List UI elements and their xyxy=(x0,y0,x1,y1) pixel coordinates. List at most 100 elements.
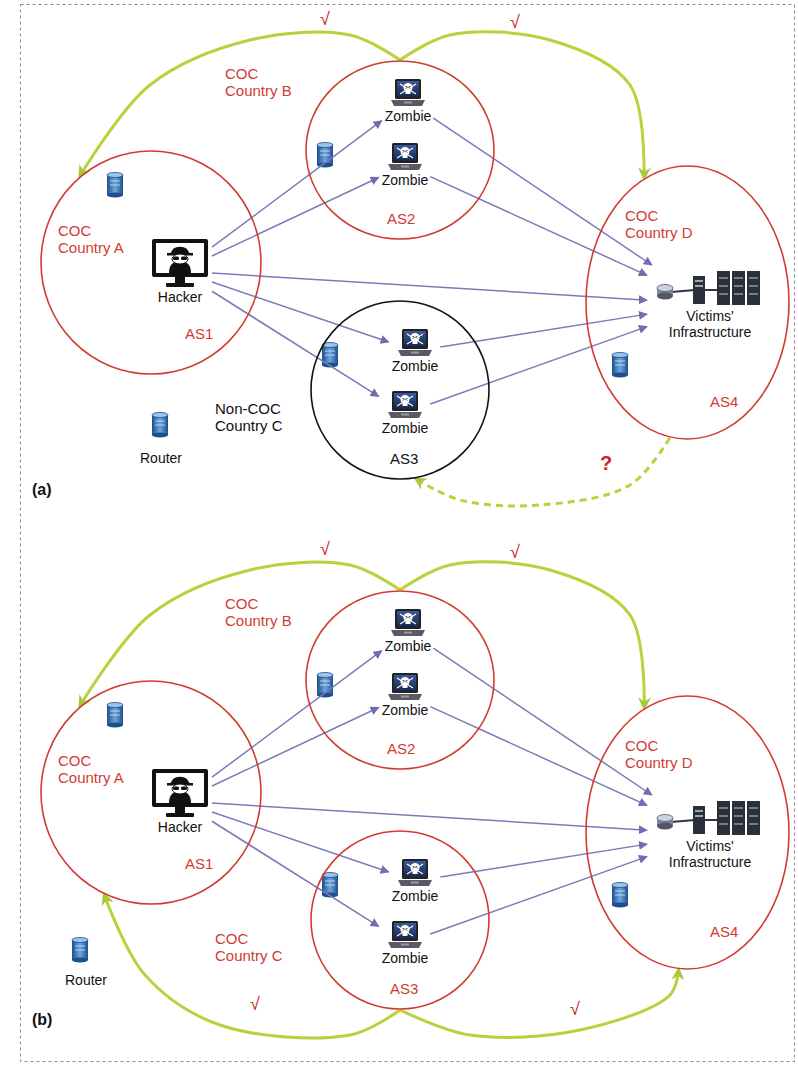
panel-a-routers xyxy=(107,143,628,438)
node-label: Zombie xyxy=(382,950,429,966)
as-label: AS4 xyxy=(710,393,750,410)
country-label: COC Country B xyxy=(225,595,305,630)
hacker-icon xyxy=(150,237,210,289)
autonomous-system-circle: COC Country BAS2ZombieZombie xyxy=(305,590,495,770)
circle-outline-shape xyxy=(311,831,489,1009)
cooperation-arc xyxy=(400,562,644,708)
autonomous-system-circle: COC Country DAS4Victims' Infrastructure xyxy=(585,165,790,440)
node-label: Hacker xyxy=(158,289,202,305)
as-label: AS1 xyxy=(185,855,225,872)
zombie-symbol xyxy=(388,391,422,418)
attack-arrow xyxy=(430,327,647,404)
circle-outline-shape xyxy=(586,166,789,439)
zombie-node: Zombie xyxy=(385,78,432,124)
zombie-icon xyxy=(397,328,433,358)
hacker-node: Hacker xyxy=(150,237,210,305)
figure-panel: (b)COC Country AAS1HackerCOC Country BAS… xyxy=(20,535,795,1060)
check-mark: √ xyxy=(568,1000,582,1020)
router-icon xyxy=(322,343,338,368)
router-icon xyxy=(612,883,628,908)
node-label: Victims' Infrastructure xyxy=(650,838,770,870)
victims-node: Victims' Infrastructure xyxy=(650,798,770,870)
attack-arrow xyxy=(212,273,647,300)
attack-arrow xyxy=(433,648,652,795)
hacker-node: Hacker xyxy=(150,767,210,835)
country-label: COC Country B xyxy=(225,65,305,100)
country-label: COC Country C xyxy=(215,930,299,965)
circle-outline-shape xyxy=(41,681,261,904)
zombie-icon xyxy=(387,920,423,950)
attack-arrow xyxy=(212,707,379,786)
zombie-symbol xyxy=(388,673,422,700)
victims-symbol xyxy=(657,801,760,835)
zombie-icon xyxy=(387,142,423,172)
victims-icon xyxy=(655,798,765,838)
hacker-symbol xyxy=(152,769,208,817)
as-label: AS3 xyxy=(390,980,430,997)
cooperation-arc xyxy=(80,32,400,176)
attack-arrow xyxy=(212,282,389,342)
as-label: AS2 xyxy=(387,740,427,757)
check-mark: √ xyxy=(508,543,522,563)
circle-outline-shape xyxy=(306,61,494,239)
router-icon xyxy=(152,413,168,438)
zombie-symbol xyxy=(388,143,422,170)
node-label: Zombie xyxy=(382,702,429,718)
check-mark: √ xyxy=(248,995,262,1015)
router-label: Router xyxy=(65,972,107,988)
victims-node: Victims' Infrastructure xyxy=(650,268,770,340)
cooperation-arc xyxy=(416,438,670,506)
country-label: COC Country D xyxy=(625,737,707,772)
panel-label: (b) xyxy=(32,1011,52,1029)
attack-arrow xyxy=(212,651,382,777)
figure-panel: (a)COC Country AAS1HackerCOC Country BAS… xyxy=(20,5,795,530)
autonomous-system-circle: COC Country D AS4 Victims' Infrastructure xyxy=(585,695,790,970)
autonomous-system-circle: Non-COC Country CAS3ZombieZombie xyxy=(310,300,490,480)
circle-outline xyxy=(305,60,495,240)
node-label: Zombie xyxy=(385,638,432,654)
zombie-node: Zombie xyxy=(382,390,429,436)
attack-arrow xyxy=(440,314,647,347)
attack-arrow xyxy=(430,177,647,276)
zombie-symbol xyxy=(398,329,432,356)
node-label: Zombie xyxy=(392,888,439,904)
panel-b-routers xyxy=(72,673,628,963)
router-icon xyxy=(72,938,88,963)
autonomous-system-circle: COC Country CAS3ZombieZombie xyxy=(310,830,490,1010)
as-label: AS4 xyxy=(710,923,750,940)
zombie-node: Zombie xyxy=(382,920,429,966)
autonomous-system-circle: COC Country BAS2ZombieZombie xyxy=(305,60,495,240)
circle-outline-shape xyxy=(586,696,789,969)
router-icon xyxy=(322,873,338,898)
question-mark: ? xyxy=(598,452,614,474)
cooperation-arc xyxy=(400,32,644,178)
node-label: Zombie xyxy=(382,420,429,436)
router-icon xyxy=(107,703,123,728)
circle-outline-shape xyxy=(311,301,489,479)
victims-icon xyxy=(655,268,765,308)
node-label: Zombie xyxy=(392,358,439,374)
hacker-icon xyxy=(150,767,210,819)
zombie-node: Zombie xyxy=(392,328,439,374)
circle-outline xyxy=(585,695,790,970)
circle-outline-shape xyxy=(41,151,261,374)
attack-arrow xyxy=(430,707,647,806)
node-label: Zombie xyxy=(382,172,429,188)
attack-arrow xyxy=(433,118,652,265)
node-label: Hacker xyxy=(158,819,202,835)
check-mark: √ xyxy=(318,10,332,30)
autonomous-system-circle: COC Country AAS1Hacker xyxy=(40,150,262,375)
zombie-node: Zombie xyxy=(382,672,429,718)
as-label: AS2 xyxy=(387,210,427,227)
circle-outline xyxy=(40,680,262,905)
attack-arrow xyxy=(212,177,379,256)
circle-outline xyxy=(305,590,495,770)
circle-outline xyxy=(310,300,490,480)
zombie-icon xyxy=(387,672,423,702)
circle-outline-shape xyxy=(306,591,494,769)
router-icon xyxy=(612,353,628,378)
autonomous-system-circle: COC Country AAS1Hacker xyxy=(40,680,262,905)
